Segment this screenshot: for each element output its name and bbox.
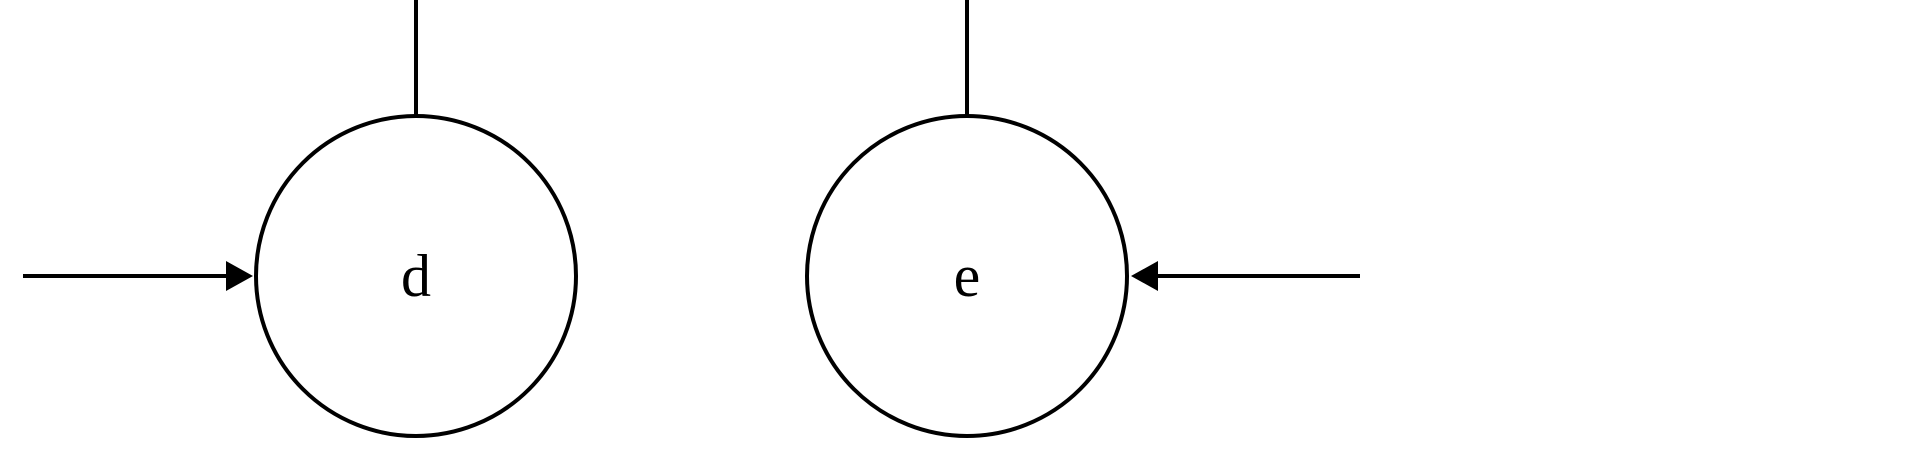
node-d-label: d xyxy=(401,243,431,309)
node-d: d xyxy=(254,114,578,438)
edge-right-to-e xyxy=(1131,261,1360,291)
arrow-head-into-e xyxy=(1131,261,1158,291)
node-e-label: e xyxy=(954,243,981,309)
node-e: e xyxy=(805,114,1129,438)
edge-left-to-d xyxy=(23,261,253,291)
arrow-head-into-d xyxy=(226,261,253,291)
node-e-circle xyxy=(805,114,1129,438)
node-d-circle xyxy=(254,114,578,438)
